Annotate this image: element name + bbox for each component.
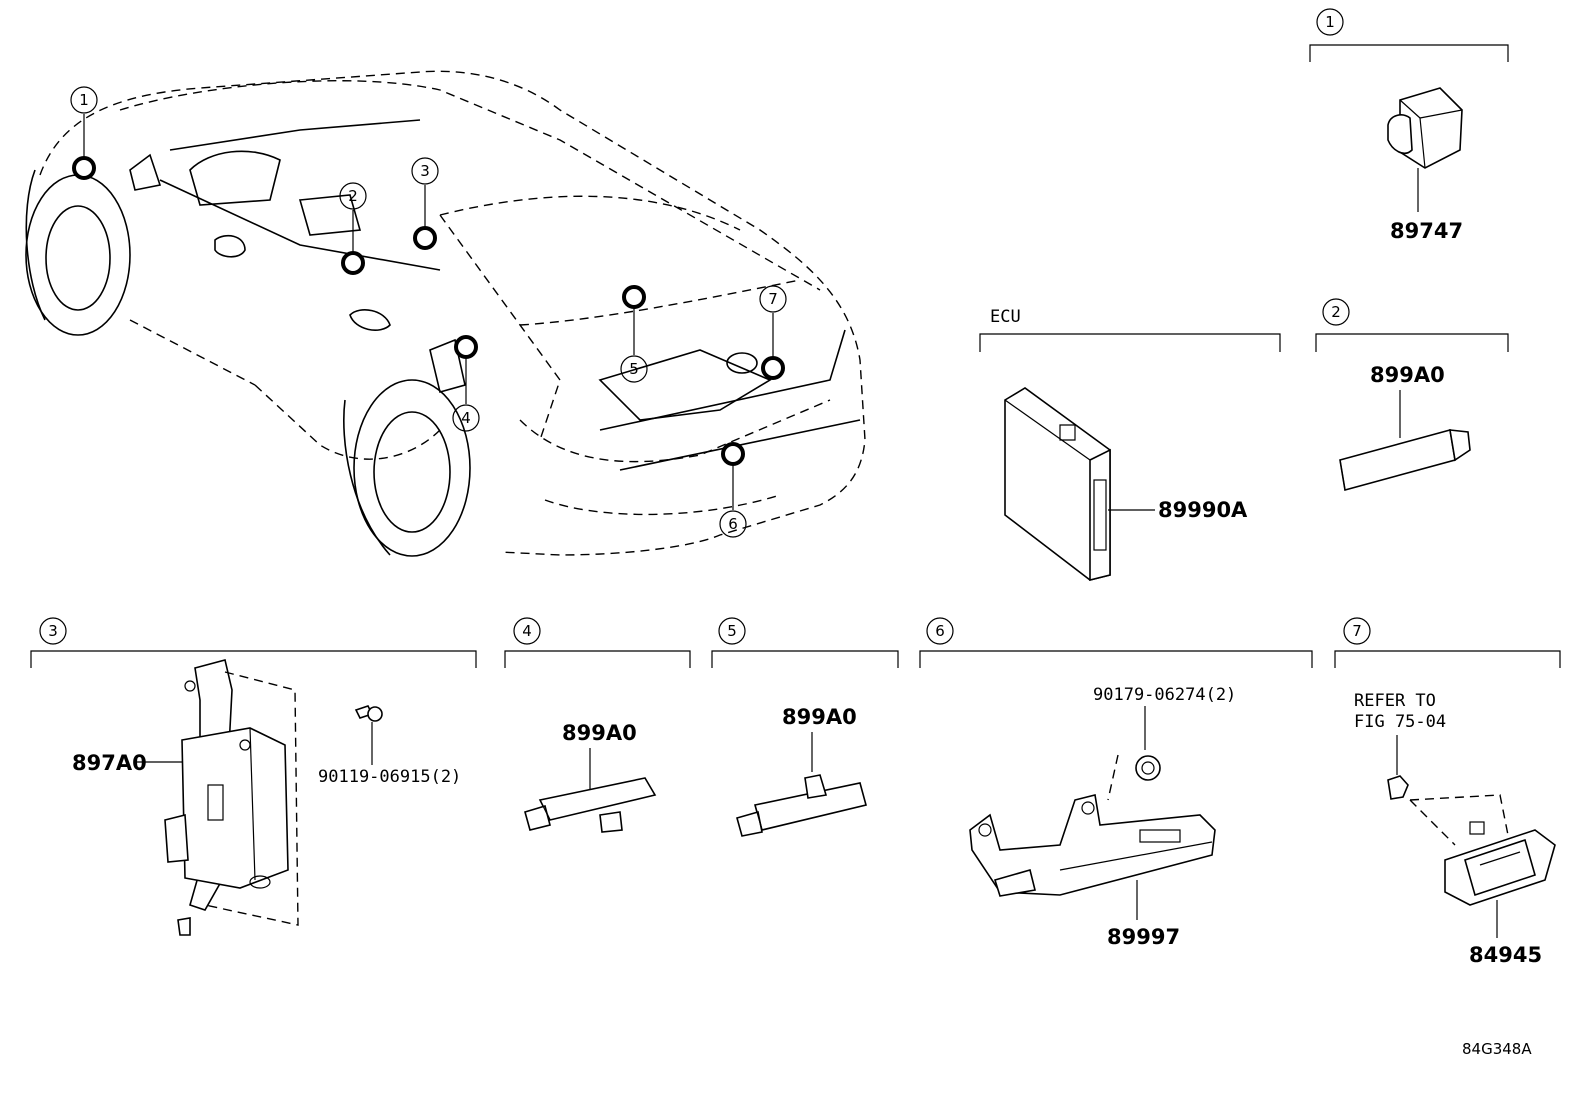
group-3-bracket [30,650,477,668]
location-marker-1 [72,156,96,180]
part-89997-drawing [969,794,1216,897]
car-callout-circle-6 [719,510,747,538]
location-marker-4 [454,335,478,359]
car-callout-circle-3 [411,157,439,185]
group-2-callout: 2 [1331,303,1341,321]
group-1-callout: 1 [1325,13,1335,31]
group-2-bracket [1315,333,1509,352]
group-5-callout-circle [718,617,746,645]
group-2-callout-circle [1322,298,1350,326]
part-number-89997: 89997 [1107,925,1180,949]
part-number-897A0: 897A0 [72,751,147,775]
group-2-panel: 2 899A0 [1315,298,1509,492]
group-7-bracket [1334,650,1561,668]
group-4-panel: 4 899A0 [504,617,691,833]
part-84945-drawing [1444,821,1556,906]
group-1-bracket [1309,44,1509,62]
group-3-callout: 3 [48,622,58,640]
fastener-90119-06915: 90119-06915(2) [318,767,461,787]
part-897A0-drawing [164,659,289,936]
group-6-callout: 6 [935,622,945,640]
ecu-panel: ECU 89990A [979,307,1281,582]
car-callout-circle-2 [339,182,367,210]
car-callout-circle-1 [70,86,98,114]
group-5-callout: 5 [727,622,737,640]
car-callout-2: 2 [348,187,358,205]
clip-90179-drawing [1135,755,1161,781]
group-7-callout: 7 [1352,622,1362,640]
part-number-89747: 89747 [1390,219,1463,243]
car-callout-1: 1 [79,91,89,109]
ecu-label: ECU [990,307,1021,327]
location-marker-3 [413,226,437,250]
car-callout-5: 5 [629,360,639,378]
nut-drawing [1387,775,1409,800]
refer-to-note-line-1: REFER TO [1354,691,1436,711]
part-number-899A0-group-2: 899A0 [1370,363,1445,387]
ecu-module-drawing [1004,387,1111,582]
location-marker-7 [761,356,785,380]
group-5-bracket [711,650,899,668]
car-overview: 1 2 3 4 5 6 7 [25,70,866,557]
group-5-panel: 5 899A0 [711,617,899,837]
diagram-code: 84G348A [1462,1040,1532,1058]
group-4-callout-circle [513,617,541,645]
group-6-bracket [919,650,1313,668]
group-4-bracket [504,650,691,668]
group-4-callout: 4 [522,622,532,640]
group-1-callout-circle [1316,8,1344,36]
ecu-bracket [979,333,1281,352]
group-6-callout-circle [926,617,954,645]
group-3-panel: 3 897A0 90119-06915(2) [30,617,477,936]
group-7-panel: 7 REFER TO FIG 75-04 84945 [1334,617,1561,967]
refer-to-note-line-2: FIG 75-04 [1354,712,1446,732]
sensor-antenna-drawing-2 [1339,428,1471,492]
part-number-89990A: 89990A [1158,498,1248,522]
location-marker-6 [721,442,745,466]
group-1-panel: 1 89747 [1309,8,1509,243]
group-3-callout-circle [39,617,67,645]
car-callout-circle-7 [759,285,787,313]
group-7-callout-circle [1343,617,1371,645]
car-callout-7: 7 [768,290,778,308]
part-number-899A0-group-4: 899A0 [562,721,637,745]
car-callout-circle-5 [620,355,648,383]
bolt-90119-drawing [354,705,383,722]
group-6-panel: 6 90179-06274(2) 89997 [919,617,1313,949]
car-callout-circle-4 [452,404,480,432]
sensor-antenna-drawing-4 [524,777,657,833]
sensor-antenna-drawing-5 [736,774,867,837]
part-number-84945: 84945 [1469,943,1542,967]
car-callout-6: 6 [728,515,738,533]
car-callout-4: 4 [461,409,471,427]
fastener-90179-06274: 90179-06274(2) [1093,685,1236,705]
car-callout-3: 3 [420,162,430,180]
part-number-899A0-group-5: 899A0 [782,705,857,729]
location-marker-2 [341,251,365,275]
part-89747-drawing [1387,87,1463,169]
location-marker-5 [622,285,646,309]
